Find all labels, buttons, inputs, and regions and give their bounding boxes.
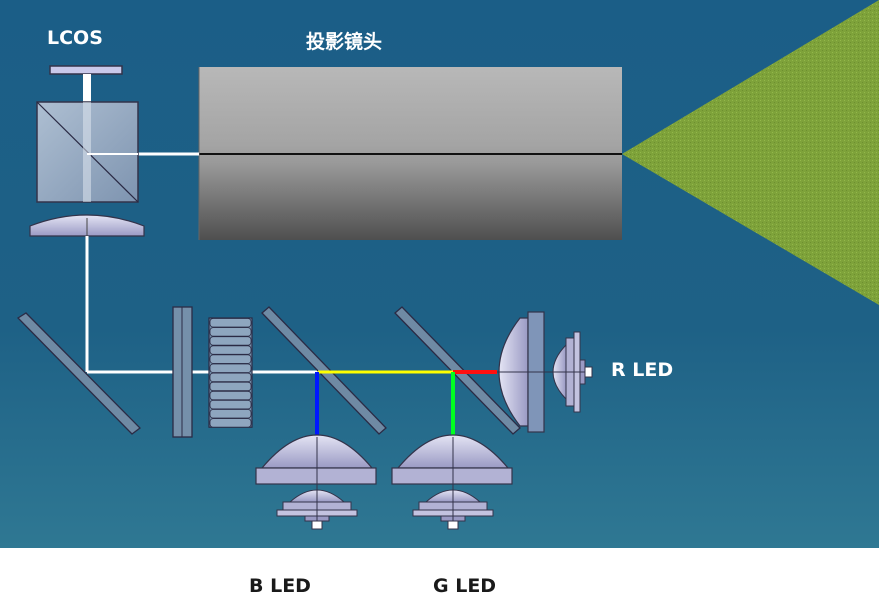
- lcos-panel: [49, 65, 123, 75]
- fly-eye-lenslet: [209, 345, 252, 355]
- g-led-label: G LED: [433, 575, 497, 597]
- r-led-assembly: [497, 311, 593, 433]
- projection-lens: [198, 67, 622, 240]
- fly-eye-array: [208, 317, 253, 428]
- fly-eye-lenslet: [209, 381, 252, 392]
- fly-eye-lenslet: [209, 327, 252, 337]
- fly-eye-lenslet: [209, 390, 252, 401]
- fly-eye-lenslet: [209, 372, 252, 383]
- lcos-label: LCOS: [47, 27, 103, 49]
- fly-eye-lenslet: [209, 363, 252, 373]
- fly-eye-lenslet: [209, 354, 252, 364]
- fold-mirror-left: [16, 312, 141, 435]
- fly-eye-lenslet: [209, 336, 252, 346]
- pbs-prism: [36, 101, 139, 203]
- r-led-label: R LED: [611, 359, 674, 381]
- fly-eye-lenslet: [209, 418, 252, 428]
- b-led-assembly: [255, 434, 377, 530]
- field-lens: [29, 214, 145, 238]
- projection-cone: [622, 0, 879, 305]
- fly-eye-lenslet: [209, 399, 252, 410]
- b-led-label: B LED: [249, 575, 311, 597]
- relay-lens: [172, 306, 193, 438]
- lcos-projector-diagram: [0, 0, 879, 548]
- projection-lens-label: 投影镜头: [306, 31, 383, 53]
- fly-eye-lenslet: [209, 409, 252, 419]
- g-led-assembly: [391, 434, 513, 530]
- fly-eye-lenslet: [209, 318, 252, 328]
